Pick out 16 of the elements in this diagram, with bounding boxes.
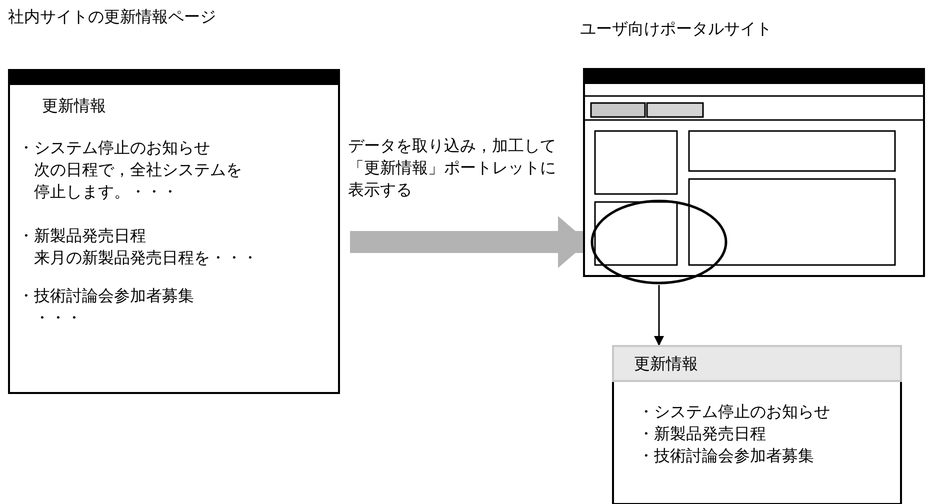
- portal-heading: ユーザ向けポータルサイト: [580, 18, 772, 40]
- item-description: ・・・: [34, 307, 83, 329]
- item-description: 次の日程で，全社システムを停止します。・・・: [34, 159, 243, 203]
- edge-label: データを取り込み，加工して「更新情報」ポートレットに表示する: [348, 135, 557, 201]
- list-item: ・新製品発売日程: [18, 225, 147, 247]
- section-heading: 更新情報: [42, 95, 107, 117]
- arrow: [654, 285, 664, 346]
- item-description: 来月の新製品発売日程を・・・: [34, 247, 259, 269]
- list-item: ・システム停止のお知らせ: [638, 401, 830, 423]
- list-item: ・システム停止のお知らせ: [18, 137, 211, 159]
- list-item: ・技術討論会参加者募集: [18, 285, 195, 307]
- portlet-panel: [612, 345, 902, 504]
- list-item: ・技術討論会参加者募集: [638, 445, 814, 467]
- portlet-title: 更新情報: [634, 353, 698, 375]
- list-item: ・新製品発売日程: [638, 423, 766, 445]
- page-heading: 社内サイトの更新情報ページ: [8, 6, 216, 28]
